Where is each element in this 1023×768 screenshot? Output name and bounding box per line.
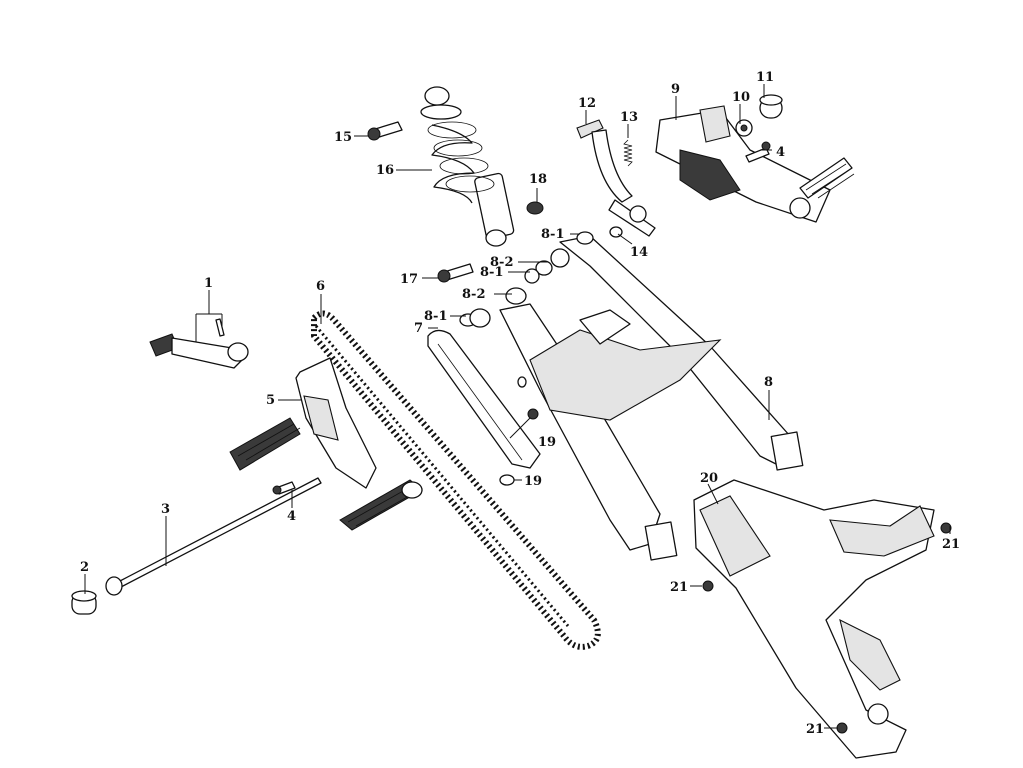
pivot-shaft	[105, 477, 322, 596]
label-21-bottom: 21	[806, 722, 824, 737]
label-21-left: 21	[670, 580, 688, 595]
label-7: 7	[414, 321, 423, 336]
label-8-2-bottom: 8-2	[462, 287, 486, 302]
label-20: 20	[700, 471, 718, 486]
collar-10	[735, 119, 753, 137]
bushing-11	[759, 94, 783, 119]
brake-pedal	[576, 119, 656, 237]
label-8-1-bottom: 8-1	[424, 309, 448, 324]
label-13: 13	[620, 110, 638, 125]
swing-arm	[499, 235, 804, 561]
right-footrest-bracket	[655, 105, 855, 223]
label-8-1-top: 8-1	[541, 227, 565, 242]
label-10: 10	[732, 90, 750, 105]
label-8-2-top: 8-2	[490, 255, 514, 270]
nut-18	[526, 201, 544, 215]
nuts-19	[499, 408, 539, 486]
label-8-1-middle: 8-1	[480, 265, 504, 280]
label-15: 15	[334, 130, 352, 145]
left-footrest-bracket	[229, 357, 423, 531]
bolt-15	[367, 121, 403, 141]
label-19-upper: 19	[538, 435, 556, 450]
shaft-cap	[71, 590, 97, 615]
callout-labels: 1 2 3 4 5 6 7 8 8-1 8-2 8-1 8-2 8-1 9 10…	[80, 70, 960, 737]
label-17: 17	[400, 272, 418, 287]
label-11: 11	[756, 70, 774, 85]
chain-cover	[693, 479, 935, 759]
label-14: 14	[630, 245, 648, 260]
label-19-lower: 19	[524, 474, 542, 489]
label-12: 12	[578, 96, 596, 111]
leader-lines	[84, 84, 951, 729]
label-5: 5	[266, 393, 275, 408]
drive-chain	[311, 310, 601, 650]
label-8: 8	[764, 375, 773, 390]
label-16: 16	[376, 163, 394, 178]
shift-lever	[149, 318, 249, 369]
label-18: 18	[529, 172, 547, 187]
bolt-17	[437, 263, 474, 283]
label-21-right: 21	[942, 537, 960, 552]
bolt-4-left	[272, 481, 296, 495]
label-3: 3	[161, 502, 170, 517]
swing-arm-bushings	[459, 231, 594, 328]
bolts-21	[702, 522, 952, 734]
label-9: 9	[671, 82, 680, 97]
label-6: 6	[316, 279, 325, 294]
rear-shock-absorber	[420, 86, 515, 247]
label-4-right: 4	[776, 145, 785, 160]
chain-slider	[427, 329, 541, 469]
label-4-left: 4	[287, 509, 296, 524]
label-2: 2	[80, 560, 89, 575]
return-spring	[623, 139, 633, 167]
label-1: 1	[204, 276, 213, 291]
bolt-4-right	[745, 141, 771, 163]
